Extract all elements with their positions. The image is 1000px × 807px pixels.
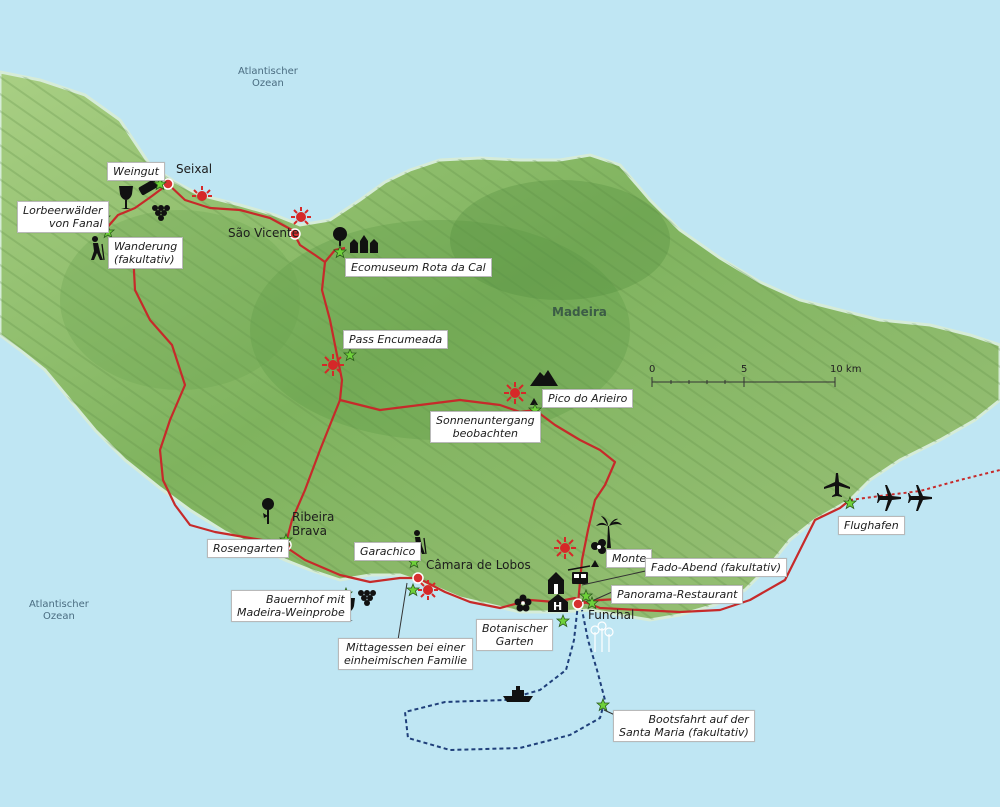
scale-label-0: 0 [649,364,656,375]
label-weingut: Weingut [107,162,165,181]
label-panorama-restaurant: Panorama-Restaurant [611,585,744,604]
sun-icon [192,186,576,600]
scale-bar [651,377,836,387]
hiker-icon [91,236,105,261]
label-wanderung: Wanderung(fakultativ) [108,237,184,269]
scale-label-5: 5 [741,364,748,375]
island-label: Madeira [552,305,607,319]
place-seixal: Seixal [176,162,213,176]
monte-marker [591,560,599,567]
label-fado-abend: Fado-Abend (fakultativ) [645,558,788,577]
label-rosengarten: Rosengarten [207,539,290,558]
hibiscus-icon [514,594,532,612]
label-flughafen: Flughafen [838,516,905,535]
garden-flowers-icon [590,621,614,652]
mountain-icon [530,370,558,386]
grapes-icon [358,590,376,606]
flight-line [849,469,1000,501]
pictograms: H [91,179,932,702]
label-ecomuseum: Ecomuseum Rota da Cal [345,258,492,277]
leader-lines [397,569,651,716]
flower-icon [591,539,606,554]
tree-icon [333,227,347,246]
wine-glass-icon [119,186,133,209]
label-pico-do-arieiro: Pico do Arieiro [542,389,634,408]
scale-label-10: 10 km [830,364,862,375]
grapes-icon [152,205,170,221]
cable-car-icon [567,565,591,584]
label-garachico: Garachico [354,542,422,561]
svg-text:H: H [553,600,562,613]
label-pass-encumeada: Pass Encumeada [343,330,449,349]
rose-icon [262,498,274,524]
ship-icon [503,686,533,702]
castle-icon [350,235,378,253]
place-camara-de-lobos: Câmara de Lobos [426,558,531,572]
hotel-icon: H [548,594,568,613]
boat-route [403,603,607,752]
plane-icon [908,485,932,511]
wine-bottle-icon [138,179,158,196]
place-funchal: Funchal [588,608,635,622]
label-monte: Monte [606,549,653,568]
town-markers [162,178,584,610]
place-sao-vicente: São Vicente [228,226,300,240]
plane-icon [824,473,850,497]
church-icon [548,572,564,594]
palm-icon [596,516,622,548]
plane-icon [877,485,901,511]
peak-marker [530,398,538,405]
